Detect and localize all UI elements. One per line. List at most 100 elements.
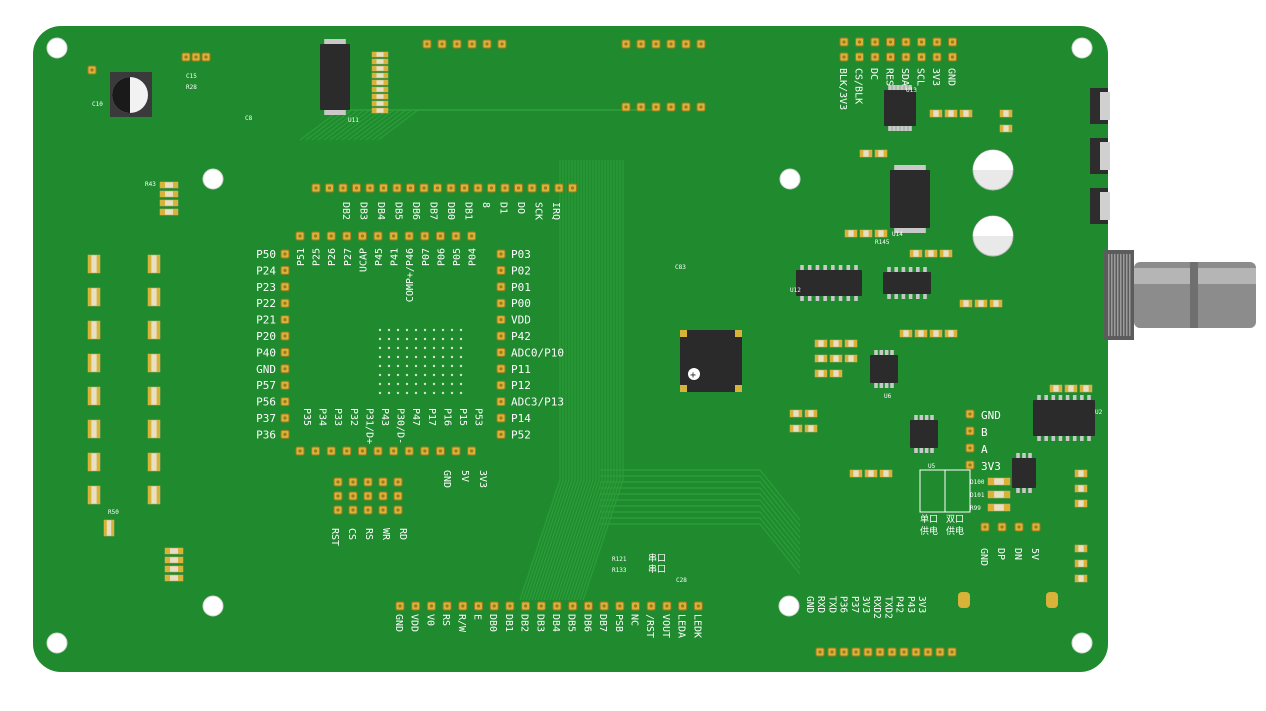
pin-hole [935,55,939,59]
pin-hole [298,449,302,453]
smd-part [944,329,958,338]
resistor [147,419,161,439]
via [396,355,400,359]
pin-hole [341,186,345,190]
pin-hole [381,480,385,484]
via [378,382,382,386]
pin-hole [360,449,364,453]
smd-part [1074,469,1088,478]
smd-part [1074,559,1088,568]
ic-u5 [910,415,938,453]
ref-designator: C15 [186,73,197,80]
ic-u13 [884,85,916,131]
header-label: 8 [480,202,491,208]
ref-designator: R43 [145,181,156,188]
ctrl-label: CS [346,528,357,540]
usb-label: DP [995,548,1006,560]
lcd-pin-label: DC [868,68,879,80]
usb-shield-pad [958,592,970,608]
pin-hole [314,234,318,238]
lcd-pin-label: BLK/3V3 [837,68,848,110]
pin-hole [423,449,427,453]
mcu-pin-label: P51 [296,248,307,266]
pin-hole [283,318,287,322]
bottom-header-label: LEDA [676,614,687,638]
via [432,364,436,368]
pin-hole [842,650,846,654]
pin-hole [624,105,628,109]
pin-hole [392,234,396,238]
lcd-pin-label: RES [884,68,895,86]
resistor [164,565,184,573]
pin-hole [543,186,548,190]
pin-hole [499,350,503,354]
pin-hole [618,604,622,608]
pin-hole [298,234,302,238]
resistor [87,320,101,340]
header-label: DB2 [340,202,351,220]
pin-hole [485,42,489,46]
usb-shield-pad [1046,592,1058,608]
smd-part [1074,544,1088,553]
power-select-label: 供电 [920,525,938,537]
bottom-header-label: DB5 [566,614,577,632]
pin-hole [470,234,474,238]
smd-part [844,339,858,348]
via [414,364,418,368]
via [414,391,418,395]
header-label: DB3 [358,202,369,220]
bottom-header-label: DB0 [487,614,498,632]
smd-part [844,229,858,238]
via [441,337,445,341]
mcu-pin-label: P30/D- [395,408,406,444]
pin-hole [516,186,521,190]
ic-chip [883,267,931,299]
bottom-header-label: DB4 [550,614,561,632]
pin-hole [396,494,400,498]
ctrl-label: RS [363,528,374,540]
smd-part [864,469,878,478]
via [432,391,436,395]
bnc-connector-icon [1104,250,1256,340]
mcu-pin-label: P07 [421,248,432,266]
pin-hole [665,604,669,608]
header-label: SCK [533,202,544,220]
uart-label: 3V3 [860,596,871,613]
pin-hole [438,449,442,453]
mounting-hole-icon [1071,37,1093,59]
pin-hole [873,55,877,59]
resistor-array [371,65,389,72]
pin-hole [366,494,370,498]
via [450,355,454,359]
resistor [164,547,184,555]
mcu-pin-label: P00 [511,297,531,310]
smd-part [987,477,1011,486]
via [450,373,454,377]
smd-part [1064,384,1078,393]
via [387,337,391,341]
smd-part [859,229,873,238]
resistor [87,254,101,274]
mcu-pin-label: P35 [301,408,312,426]
power-select-label: 双口 [946,514,964,525]
via [432,373,436,377]
via [423,337,427,341]
mounting-hole-icon [46,632,68,654]
via [441,373,445,377]
lcd-pin-label: CS/BLK [853,68,864,104]
via [378,346,382,350]
via [396,346,400,350]
power-select-label: 供电 [946,525,964,537]
smd-part [874,229,888,238]
pin-hole [499,334,503,338]
mounting-hole-icon [202,168,224,190]
pin-hole [499,268,503,272]
pin-hole [873,40,877,44]
smd-part [879,469,893,478]
rs485-label: 3V3 [981,460,1001,473]
via [450,391,454,395]
smd-part [1074,484,1088,493]
mcu-pin-label: P41 [390,248,401,266]
mcu-pin-label: P23 [256,281,276,294]
ref-designator: C83 [675,264,686,271]
